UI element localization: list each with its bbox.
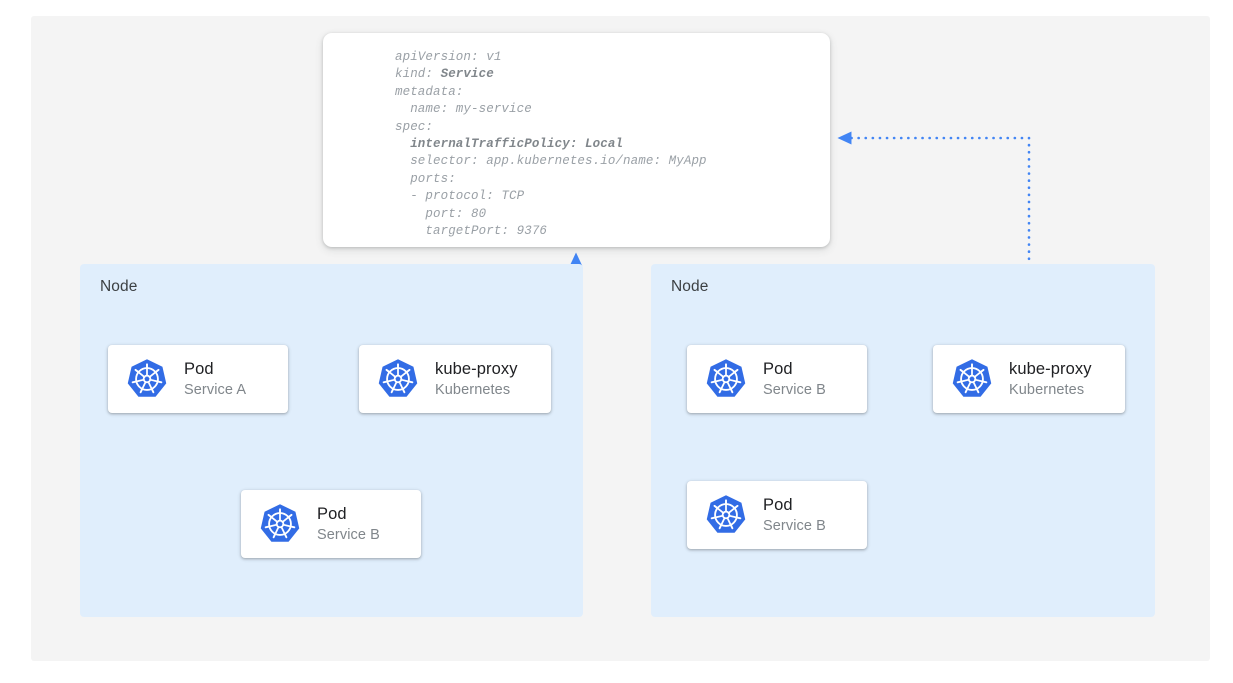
card-subtitle: Kubernetes [435, 381, 511, 398]
card-text: Pod Service A [184, 359, 246, 400]
card-text: kube-proxy Kubernetes [1009, 359, 1092, 400]
card-pod-service-a[interactable]: Pod Service A [108, 345, 288, 413]
kubernetes-icon [260, 504, 300, 542]
card-subtitle: Service B [763, 381, 826, 398]
card-title: kube-proxy [435, 359, 518, 378]
kubernetes-icon [706, 495, 746, 533]
card-title: Pod [317, 504, 347, 523]
card-text: Pod Service B [763, 495, 826, 536]
card-pod-service-b-right-top[interactable]: Pod Service B [687, 345, 867, 413]
card-title: Pod [763, 495, 793, 514]
card-text: kube-proxy Kubernetes [435, 359, 518, 400]
card-subtitle: Service B [317, 526, 380, 543]
card-text: Pod Service B [763, 359, 826, 400]
kubernetes-icon [127, 359, 167, 397]
card-subtitle: Service A [184, 381, 247, 398]
service-manifest-card: apiVersion: v1 kind: Service metadata: n… [323, 33, 830, 247]
kubernetes-icon [952, 359, 992, 397]
card-pod-service-b-left[interactable]: Pod Service B [241, 490, 421, 558]
card-subtitle: Kubernetes [1009, 381, 1085, 398]
card-title: Pod [184, 359, 214, 378]
service-manifest-code: apiVersion: v1 kind: Service metadata: n… [395, 50, 707, 239]
card-title: kube-proxy [1009, 359, 1092, 378]
card-kube-proxy-right[interactable]: kube-proxy Kubernetes [933, 345, 1125, 413]
node-label-right: Node [671, 278, 709, 295]
node-panel-left: Node [80, 264, 583, 617]
kubernetes-icon [706, 359, 746, 397]
kubernetes-icon [378, 359, 418, 397]
node-panel-right: Node [651, 264, 1155, 617]
node-label-left: Node [100, 278, 138, 295]
card-subtitle: Service B [763, 517, 826, 534]
card-text: Pod Service B [317, 504, 380, 545]
card-kube-proxy-left[interactable]: kube-proxy Kubernetes [359, 345, 551, 413]
card-pod-service-b-right-bottom[interactable]: Pod Service B [687, 481, 867, 549]
card-title: Pod [763, 359, 793, 378]
